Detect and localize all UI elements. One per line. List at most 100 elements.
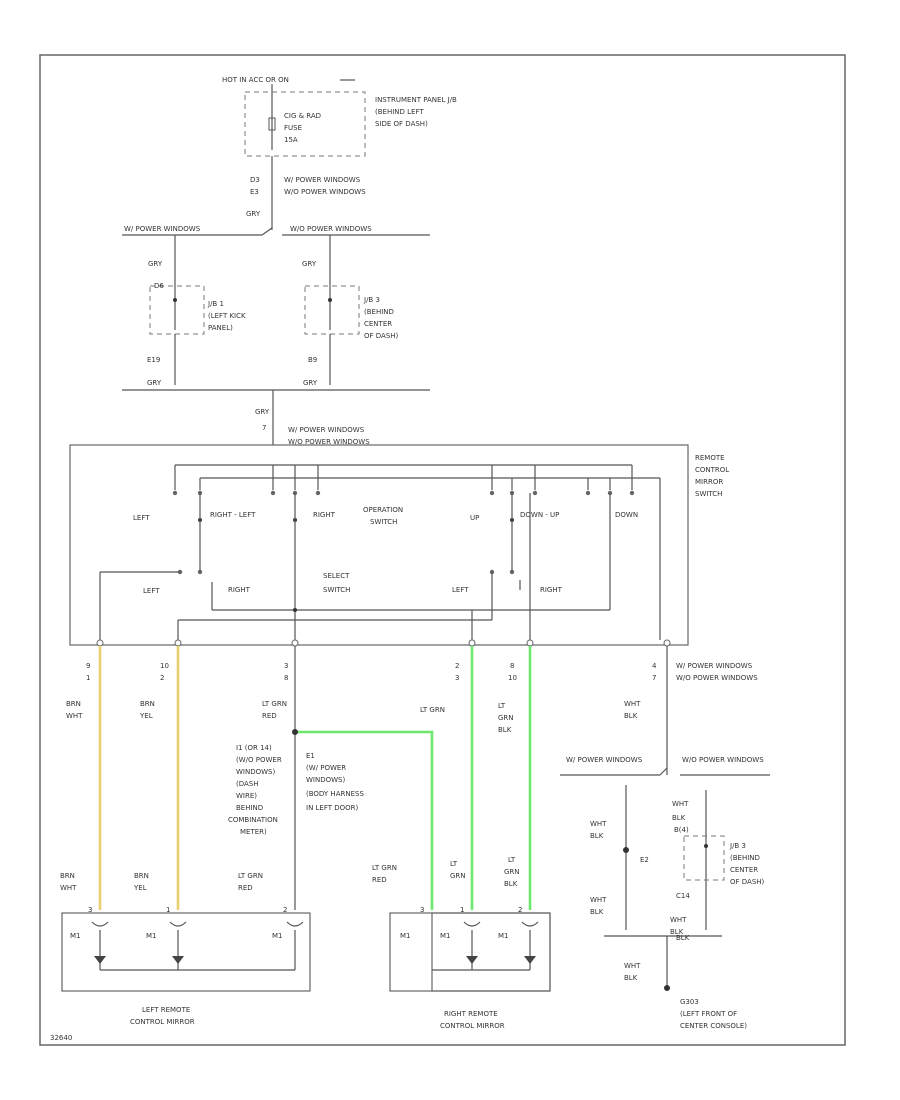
left-branch-wire-in: GRY bbox=[148, 260, 163, 268]
op-label-2: SWITCH bbox=[370, 518, 397, 526]
jb1-label-1: J/B 1 bbox=[207, 300, 224, 308]
jb3-ground-box bbox=[683, 835, 725, 881]
gnd-bottom-wire-1: WHT bbox=[624, 962, 641, 970]
right-branch-pin-out: B9 bbox=[308, 356, 317, 364]
fuse-pin-b: E3 bbox=[250, 188, 259, 196]
jb-location-1: INSTRUMENT PANEL J/B bbox=[375, 96, 457, 104]
jb3-box bbox=[304, 285, 360, 335]
lm-pin-3: 2 bbox=[283, 906, 287, 914]
left-mirror-motor-icons bbox=[91, 921, 304, 971]
fuse-wo-note: W/O POWER WINDOWS bbox=[284, 188, 366, 196]
fuse-label-1: CIG & RAD bbox=[284, 112, 321, 120]
pin3-wire-1: LT GRN bbox=[262, 700, 287, 708]
hot-label: HOT IN ACC OR ON bbox=[222, 76, 289, 84]
gnd-jb-1: J/B 3 bbox=[729, 842, 746, 850]
pin2-wire-1: BRN bbox=[140, 700, 155, 708]
left-branch-pin-in: D6 bbox=[154, 282, 164, 290]
fuse-box bbox=[244, 91, 366, 157]
lm-pin-1: 3 bbox=[88, 906, 92, 914]
pin6-note-2: W/O POWER WINDOWS bbox=[676, 674, 758, 682]
lm-motor-1: M1 bbox=[70, 932, 81, 940]
diagram-code: 32640 bbox=[50, 1034, 72, 1042]
fuse-icon bbox=[268, 100, 276, 150]
pin1-wire-2: WHT bbox=[66, 712, 83, 720]
pin6-wire-2: BLK bbox=[624, 712, 638, 720]
lm-motor-3: M1 bbox=[272, 932, 283, 940]
gnd-left-wire-bot-2: BLK bbox=[590, 908, 604, 916]
lm-pin-2: 1 bbox=[166, 906, 170, 914]
pin5-wire-1: LT bbox=[498, 702, 506, 710]
fuse-w-note: W/ POWER WINDOWS bbox=[284, 176, 361, 184]
pin4-a: 2 bbox=[455, 662, 459, 670]
rm-pin-2: 1 bbox=[460, 906, 464, 914]
right-mirror-box-inner bbox=[431, 912, 551, 992]
gnd-jb-4: OF DASH) bbox=[730, 878, 765, 886]
op-label-1: OPERATION bbox=[363, 506, 403, 514]
jb3-label-4: OF DASH) bbox=[364, 332, 399, 340]
pin4-wire-1: LT GRN bbox=[420, 706, 445, 714]
jb1-box bbox=[149, 285, 205, 335]
feed-wire: GRY bbox=[255, 408, 270, 416]
right-branch-wire-out: GRY bbox=[303, 379, 318, 387]
sel-left2: LEFT bbox=[452, 586, 469, 594]
pin1-a: 9 bbox=[86, 662, 90, 670]
op-down: DOWN bbox=[615, 511, 638, 519]
pin4-b: 3 bbox=[455, 674, 459, 682]
lm-motor-2: M1 bbox=[146, 932, 157, 940]
switch-name-1: REMOTE bbox=[695, 454, 725, 462]
splice-note-5: WIRE) bbox=[236, 792, 257, 800]
lm-wire3-2: RED bbox=[238, 884, 253, 892]
gnd-jb-3: CENTER bbox=[730, 866, 758, 874]
jb3-label-2: (BEHIND bbox=[364, 308, 394, 316]
gnd-right-pin-bot: C14 bbox=[676, 892, 690, 900]
gnd-right-wire-top-1: WHT bbox=[672, 800, 689, 808]
right-mirror-name-1: RIGHT REMOTE bbox=[444, 1010, 498, 1018]
jb3-ground-link-icon bbox=[704, 844, 708, 848]
switch-name-2: CONTROL bbox=[695, 466, 729, 474]
jb-location-2: (BEHIND LEFT bbox=[375, 108, 424, 116]
lm-wire3-1: LT GRN bbox=[238, 872, 263, 880]
splice2-note-5: IN LEFT DOOR) bbox=[306, 804, 359, 812]
feed-w-note: W/ POWER WINDOWS bbox=[288, 426, 365, 434]
gnd-point-1: G303 bbox=[680, 998, 699, 1006]
splice-note-1: I1 (OR 14) bbox=[236, 744, 272, 752]
gnd-splice: E2 bbox=[640, 856, 649, 864]
rm-motor-2: M1 bbox=[440, 932, 451, 940]
op-right-left: RIGHT - LEFT bbox=[210, 511, 256, 519]
left-branch-pin-out: E19 bbox=[147, 356, 160, 364]
gnd-bus-wire: BLK bbox=[676, 934, 690, 942]
rm-wire1-2: RED bbox=[372, 876, 387, 884]
pin5-b: 10 bbox=[508, 674, 517, 682]
pin5-wire-3: BLK bbox=[498, 726, 512, 734]
rm-pin-3: 2 bbox=[518, 906, 522, 914]
right-mirror-motor-icons bbox=[432, 921, 539, 971]
gnd-left-wire-top-1: WHT bbox=[590, 820, 607, 828]
rm-wire3-3: BLK bbox=[504, 880, 518, 888]
gnd-w-label: W/ POWER WINDOWS bbox=[566, 756, 643, 764]
gnd-left-wire-top-2: BLK bbox=[590, 832, 604, 840]
splice-note-2: (W/O POWER bbox=[236, 756, 282, 764]
pin1-b: 1 bbox=[86, 674, 90, 682]
op-right: RIGHT bbox=[313, 511, 336, 519]
gnd-right-wire-top-2: BLK bbox=[672, 814, 686, 822]
left-mirror-name-1: LEFT REMOTE bbox=[142, 1006, 190, 1014]
pin6-b: 7 bbox=[652, 674, 656, 682]
sel-label-1: SELECT bbox=[323, 572, 350, 580]
sel-right: RIGHT bbox=[228, 586, 251, 594]
pin1-wire-1: BRN bbox=[66, 700, 81, 708]
sel-left: LEFT bbox=[143, 587, 160, 595]
gnd-right-wire-bot-1: WHT bbox=[670, 916, 687, 924]
left-branch-wire-out: GRY bbox=[147, 379, 162, 387]
fuse-label-2: FUSE bbox=[284, 124, 302, 132]
switch-name-4: SWITCH bbox=[695, 490, 722, 498]
diagram-frame bbox=[39, 54, 846, 1046]
lm-wire1-1: BRN bbox=[60, 872, 75, 880]
fuse-label-3: 15A bbox=[284, 136, 298, 144]
feed-pin: 7 bbox=[262, 424, 266, 432]
gnd-right-pin-top: B(4) bbox=[674, 826, 689, 834]
pin6-a: 4 bbox=[652, 662, 657, 670]
pin3-a: 3 bbox=[284, 662, 288, 670]
gnd-bottom-wire-2: BLK bbox=[624, 974, 638, 982]
pin6-note-1: W/ POWER WINDOWS bbox=[676, 662, 753, 670]
gnd-left-wire-bot-1: WHT bbox=[590, 896, 607, 904]
